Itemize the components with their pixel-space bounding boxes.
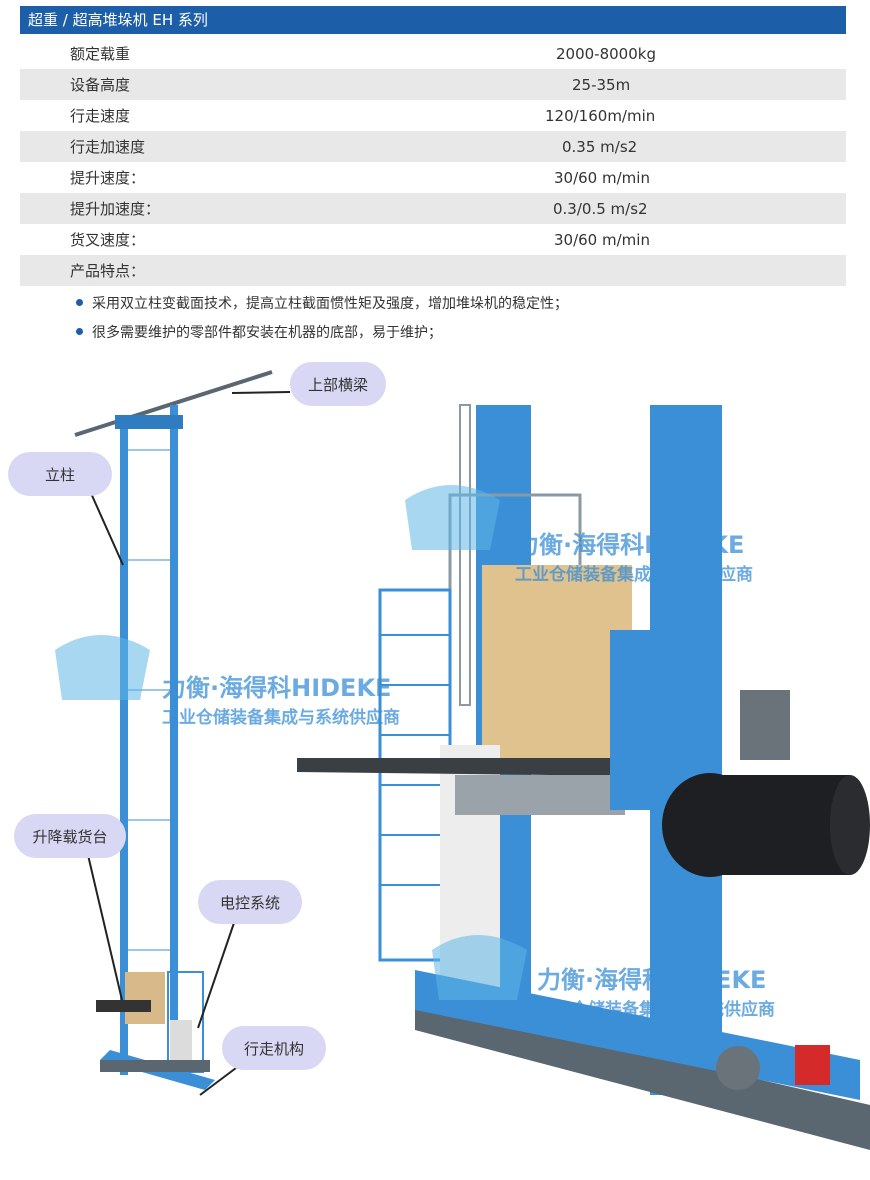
watermark: 力衡·海得科HIDEKE 工业仓储装备集成与系统供应商 (537, 960, 775, 1020)
watermark-tagline: 工业仓储装备集成与系统供应商 (515, 565, 753, 585)
spec-table: 额定载重 2000-8000kg 设备高度 25-35m 行走速度 120/16… (20, 38, 846, 286)
callout-column: 立柱 (8, 452, 112, 496)
watermark: 力衡·海得科HIDEKE 工业仓储装备集成与系统供应商 (515, 525, 753, 585)
stacker-crane-illustration (55, 370, 870, 1150)
callout-electrical: 电控系统 (198, 880, 302, 924)
spec-row: 行走加速度 0.35 m/s2 (20, 131, 846, 162)
callout-travel: 行走机构 (222, 1026, 326, 1070)
watermark-icons (55, 485, 527, 1000)
spec-value: 2000-8000kg (556, 44, 656, 63)
spec-row: 产品特点： (20, 255, 846, 286)
spec-label: 行走速度 (70, 107, 131, 125)
bullet-icon (76, 328, 83, 335)
feature-text: 很多需要维护的零部件都安装在机器的底部，易于维护； (92, 324, 442, 341)
spec-row: 提升速度： 30/60 m/min (20, 162, 846, 193)
spec-label: 提升速度： (70, 169, 146, 187)
spec-label: 行走加速度 (70, 138, 146, 156)
spec-label: 货叉速度： (70, 231, 146, 249)
spec-value: 0.35 m/s2 (562, 137, 638, 156)
spec-value: 120/160m/min (545, 106, 656, 125)
section-header: 超重 / 超高堆垛机 EH 系列 (20, 6, 846, 34)
feature-list: 采用双立柱变截面技术，提高立柱截面惯性矩及强度，增加堆垛机的稳定性； 很多需要维… (76, 288, 568, 346)
leader-lines (85, 391, 291, 1096)
spec-value: 30/60 m/min (554, 168, 650, 187)
callout-top-beam: 上部横梁 (290, 362, 386, 406)
spec-label: 额定载重 (70, 45, 131, 63)
feature-item: 很多需要维护的零部件都安装在机器的底部，易于维护； (76, 317, 568, 346)
full-machine-drawing (74, 370, 273, 1090)
spec-row: 额定载重 2000-8000kg (20, 38, 846, 69)
watermark-brand: 力衡·海得科HIDEKE (162, 674, 392, 702)
spec-row: 货叉速度： 30/60 m/min (20, 224, 846, 255)
spec-row: 设备高度 25-35m (20, 69, 846, 100)
spec-label: 提升加速度： (70, 200, 161, 218)
callout-carriage: 升降载货台 (14, 814, 126, 858)
spec-label: 设备高度 (70, 76, 131, 94)
watermark-brand: 力衡·海得科HIDEKE (537, 966, 767, 994)
spec-row: 提升加速度： 0.3/0.5 m/s2 (20, 193, 846, 224)
bullet-icon (76, 299, 83, 306)
feature-item: 采用双立柱变截面技术，提高立柱截面惯性矩及强度，增加堆垛机的稳定性； (76, 288, 568, 317)
stacker-crane-diagram: 力衡·海得科HIDEKE 工业仓储装备集成与系统供应商 力衡·海得科HIDEKE… (0, 360, 870, 1176)
watermark: 力衡·海得科HIDEKE 工业仓储装备集成与系统供应商 (162, 668, 400, 728)
watermark-tagline: 工业仓储装备集成与系统供应商 (162, 708, 400, 728)
spec-value: 25-35m (572, 75, 631, 94)
spec-row: 行走速度 120/160m/min (20, 100, 846, 131)
closeup-drawing (297, 404, 870, 1150)
watermark-brand: 力衡·海得科HIDEKE (515, 531, 745, 559)
spec-value: 0.3/0.5 m/s2 (553, 199, 648, 218)
watermark-tagline: 工业仓储装备集成与系统供应商 (537, 1000, 775, 1020)
spec-label: 产品特点： (70, 262, 146, 280)
spec-value: 30/60 m/min (554, 230, 650, 249)
feature-text: 采用双立柱变截面技术，提高立柱截面惯性矩及强度，增加堆垛机的稳定性； (92, 295, 568, 312)
